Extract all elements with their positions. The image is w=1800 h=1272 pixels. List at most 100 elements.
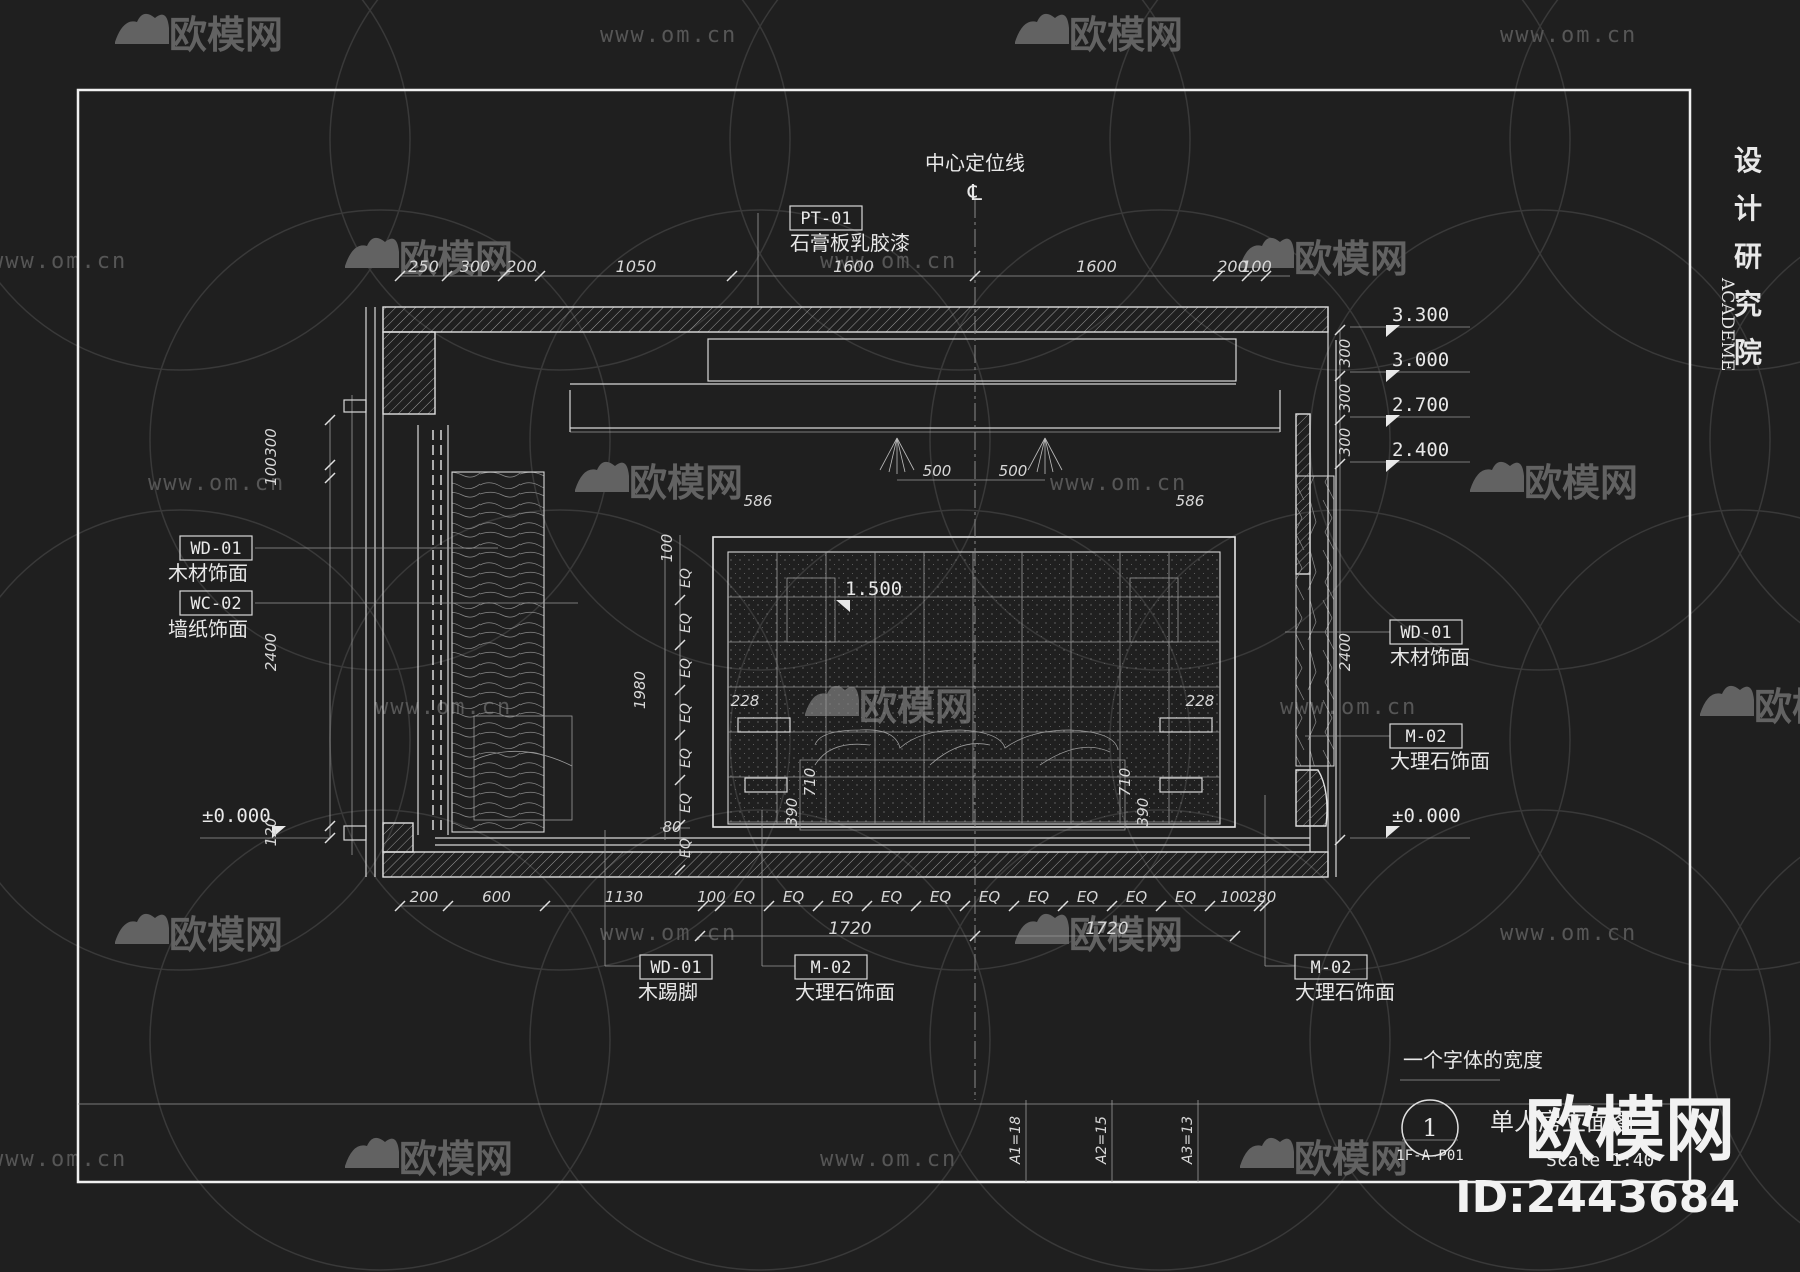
watermark-url: www.om.cn [600, 23, 737, 48]
watermark-url: www.om.cn [0, 1147, 127, 1172]
top-dim-label: 250 [408, 257, 439, 276]
inner-dim-label: 228 [1186, 692, 1215, 710]
inner-dim-label: 390 [1134, 798, 1152, 827]
side-title-char: 院 [1734, 336, 1762, 369]
inner-dim-label: 100 [658, 534, 676, 563]
top-dim-label: 1600 [1076, 257, 1117, 276]
watermark-sofa-icon [115, 913, 169, 944]
eq-vertical-label: EQ [678, 703, 694, 723]
inner-dim-label: 500 [923, 462, 952, 480]
elevation-zero-right: ±0.000 [1392, 805, 1461, 827]
left-dim-label: 300 [262, 428, 280, 457]
drawing-scale: Scale 1:40 [1546, 1150, 1654, 1171]
bottom-total-dim: 1720 [828, 919, 871, 939]
left-tag-code: WD-01 [190, 539, 241, 559]
bottom-dim-label: EQ [1175, 888, 1196, 906]
left-column [382, 331, 436, 415]
bottom-tag-code: M-02 [1311, 958, 1352, 978]
side-title: 设计研究院 ACADEME [1717, 144, 1762, 371]
watermark-sofa-icon [1240, 1137, 1294, 1168]
elevation-structure [200, 200, 1500, 1182]
elevation-label: 3.000 [1392, 349, 1449, 371]
floor-slab [382, 851, 1329, 878]
annotations: 中心定位线 ℄ PT-01 石膏板乳胶漆 WD-01 木材饰面 WC-02 墙纸… [168, 151, 1654, 1171]
leader-lines [255, 213, 1390, 967]
right-dim-label: 2400 [1336, 633, 1354, 671]
watermark-sofa-icon [1015, 13, 1069, 44]
ceiling-tag-code: PT-01 [800, 209, 851, 229]
watermark-url: www.om.cn [820, 1147, 957, 1172]
right-tag-desc: 木材饰面 [1390, 645, 1470, 669]
bottom-dim-label: 600 [482, 888, 511, 906]
bottom-tag-desc: 大理石饰面 [795, 980, 895, 1004]
right-dim-label: 300 [1336, 339, 1354, 368]
bottom-dim-label: EQ [1077, 888, 1098, 906]
left-tag-desc: 墙纸饰面 [168, 617, 248, 641]
bottom-total-dim: 1720 [1085, 919, 1128, 939]
top-dim-label: 200 [1217, 257, 1248, 276]
right-dim-label: 300 [1336, 428, 1354, 457]
top-dim-label: 1050 [616, 257, 657, 276]
right-tag-code: M-02 [1406, 727, 1447, 747]
elevation-label: 3.300 [1392, 304, 1449, 326]
left-base [382, 822, 414, 853]
center-symbol: ℄ [967, 181, 983, 206]
inner-dim-label: 586 [1176, 492, 1205, 510]
bottom-dim-label: EQ [734, 888, 755, 906]
bottom-dim-label: 1130 [605, 888, 643, 906]
inner-dim-label: 500 [999, 462, 1028, 480]
ceiling-slab [382, 306, 1329, 333]
brand-watermark-text: 欧模网 [1525, 1089, 1735, 1171]
watermark-url: www.om.cn [0, 249, 127, 274]
inner-dim-label: 586 [744, 492, 773, 510]
svg-text:设计研究院: 设计研究院 [1734, 144, 1762, 369]
elevation-triangle [1386, 415, 1400, 427]
side-title-sub: ACADEME [1717, 277, 1737, 371]
watermark-url: www.om.cn [1500, 23, 1637, 48]
side-title-char: 计 [1734, 192, 1762, 225]
watermark-brand: 欧模网 [1069, 913, 1183, 957]
watermark-sofa-icon [1015, 913, 1069, 944]
watermark-brand: 欧模网 [629, 461, 743, 505]
eq-vertical-label: EQ [678, 568, 694, 588]
watermark-sofa-icon [115, 13, 169, 44]
title-block-col: A2=15 [1094, 1116, 1110, 1165]
bottom-tag-desc: 木踢脚 [638, 980, 698, 1004]
eq-vertical-label: EQ [678, 613, 694, 633]
downlight-right [1027, 437, 1063, 474]
watermark-brand: 欧模网 [399, 237, 513, 281]
watermark-url: www.om.cn [820, 249, 957, 274]
left-dim-label: 2400 [262, 633, 280, 671]
bottom-dim-label: EQ [1028, 888, 1049, 906]
watermark-brand: 欧模网 [1754, 685, 1800, 729]
drawing-number: 1 [1422, 1114, 1437, 1142]
ceiling-soffit [707, 338, 1237, 382]
elevation-triangle [1386, 460, 1400, 472]
bottom-tag-code: M-02 [811, 958, 852, 978]
sheet-border [76, 88, 1692, 1184]
bottom-dim-label: 200 [410, 888, 439, 906]
eq-vertical-label: EQ [678, 838, 694, 858]
top-dim-label: 200 [506, 257, 537, 276]
watermark-sofa-icon [1700, 685, 1754, 716]
bed-outline [799, 729, 1126, 831]
watermark-brand: 欧模网 [169, 913, 283, 957]
watermark-brand: 欧模网 [1069, 13, 1183, 57]
font-width-note: 一个字体的宽度 [1403, 1048, 1543, 1072]
top-dim-label: 100 [1241, 257, 1272, 276]
right-tag-code: WD-01 [1400, 623, 1451, 643]
elevation-label: 2.700 [1392, 394, 1449, 416]
drawing-number-bubble [1401, 1099, 1459, 1157]
bottom-tag-desc: 大理石饰面 [1295, 980, 1395, 1004]
side-title-char: 研 [1734, 240, 1762, 273]
brand-watermark-id: ID:2443684 [1455, 1172, 1740, 1223]
watermark-brand: 欧模网 [1524, 461, 1638, 505]
inner-dim-label: 390 [783, 798, 801, 827]
side-title-char: 究 [1734, 288, 1762, 321]
bottom-tag-code: WD-01 [650, 958, 701, 978]
